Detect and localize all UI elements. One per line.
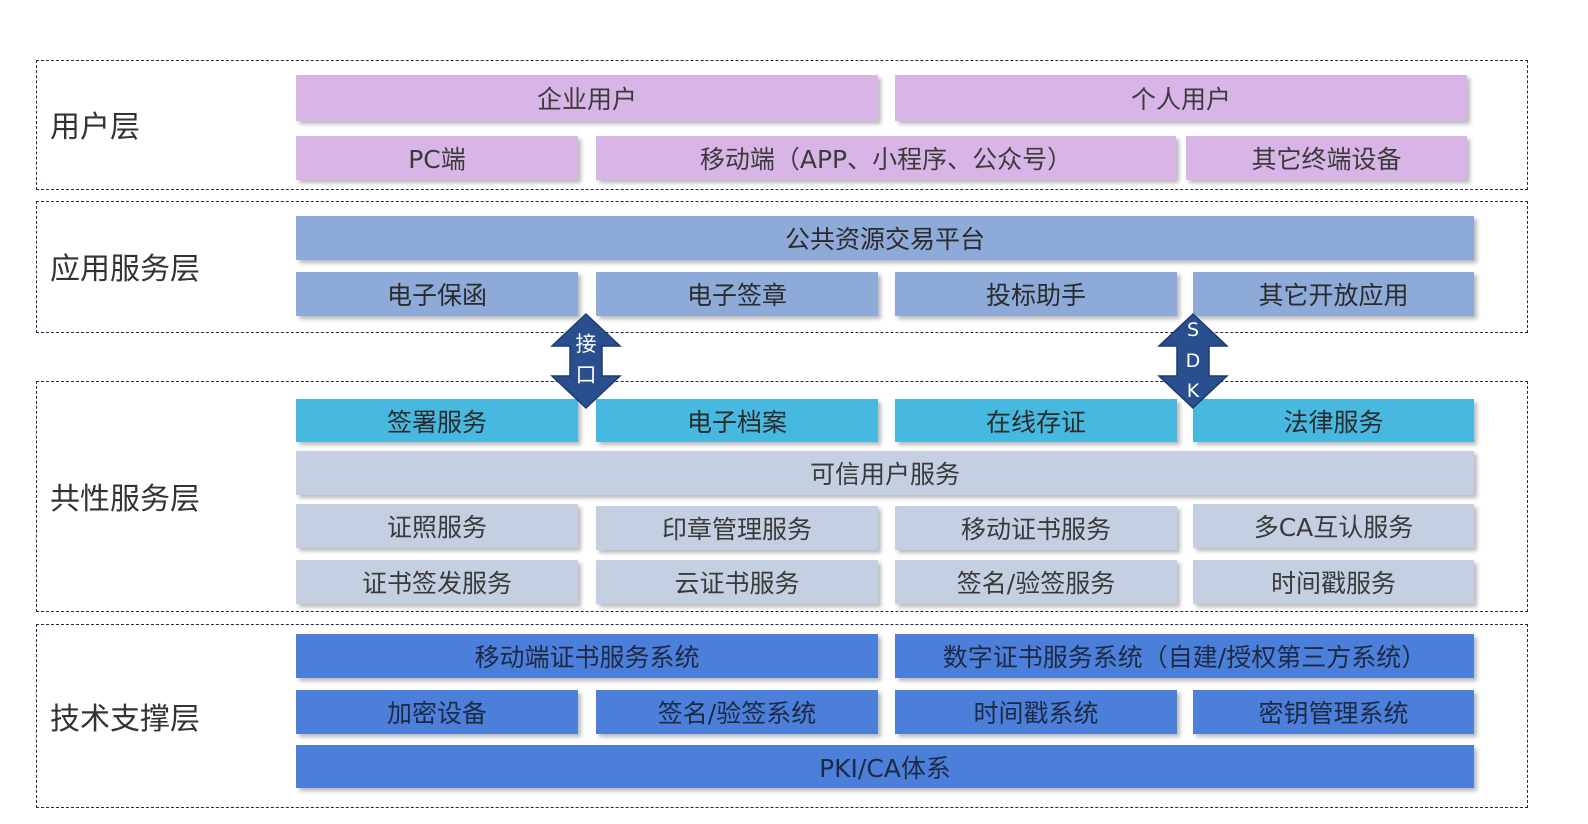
sign-verify-system-box: 签名/验签系统 bbox=[596, 690, 878, 734]
multi-ca-mutual-box: 多CA互认服务 bbox=[1193, 504, 1474, 548]
app-box-bid-assistant: 投标助手 bbox=[895, 272, 1177, 316]
app-box-e-seal: 电子签章 bbox=[596, 272, 878, 316]
user-layer-label: 用户层 bbox=[50, 110, 140, 145]
e-archive-box: 电子档案 bbox=[596, 399, 878, 442]
mobile-cert-system-box: 移动端证书服务系统 bbox=[296, 634, 878, 678]
timestamp-system-box: 时间戳系统 bbox=[895, 690, 1177, 734]
sdk-char-k: K bbox=[1186, 380, 1200, 402]
common-service-layer bbox=[36, 381, 1528, 612]
sdk-double-arrow-icon bbox=[1157, 312, 1229, 410]
app-box-other-open-apps: 其它开放应用 bbox=[1193, 272, 1474, 316]
sdk-char-s: S bbox=[1186, 319, 1200, 341]
interface-double-arrow-icon bbox=[550, 312, 622, 410]
sign-verify-service-box: 签名/验签服务 bbox=[895, 560, 1177, 604]
enterprise-user-box: 企业用户 bbox=[296, 75, 878, 121]
app-box-e-guarantee: 电子保函 bbox=[296, 272, 578, 316]
mobile-cert-service-box: 移动证书服务 bbox=[895, 506, 1177, 550]
tech-support-layer bbox=[36, 624, 1528, 808]
tech-layer-label: 技术支撑层 bbox=[50, 702, 200, 737]
online-evidence-box: 在线存证 bbox=[895, 399, 1177, 442]
interface-char-2: 口 bbox=[575, 363, 597, 387]
cloud-cert-box: 云证书服务 bbox=[596, 560, 878, 604]
personal-user-box: 个人用户 bbox=[895, 75, 1467, 121]
interface-arrow-label: 接 口 bbox=[574, 334, 598, 386]
timestamp-service-box: 时间戳服务 bbox=[1193, 560, 1474, 604]
sdk-arrow-label: S D K bbox=[1181, 321, 1205, 401]
key-management-system-box: 密钥管理系统 bbox=[1193, 690, 1474, 734]
pki-ca-system-box: PKI/CA体系 bbox=[296, 745, 1474, 788]
cert-issuance-box: 证书签发服务 bbox=[296, 560, 578, 604]
legal-service-box: 法律服务 bbox=[1193, 399, 1474, 442]
other-terminal-box: 其它终端设备 bbox=[1186, 136, 1467, 180]
pc-terminal-box: PC端 bbox=[296, 136, 578, 180]
trusted-user-service-box: 可信用户服务 bbox=[296, 451, 1474, 495]
sdk-char-d: D bbox=[1185, 349, 1201, 372]
common-layer-label: 共性服务层 bbox=[50, 482, 200, 517]
interface-char-1: 接 bbox=[575, 332, 597, 356]
seal-management-box: 印章管理服务 bbox=[596, 506, 878, 550]
encryption-device-box: 加密设备 bbox=[296, 690, 578, 734]
app-layer-label: 应用服务层 bbox=[50, 252, 200, 287]
app-service-layer bbox=[36, 201, 1528, 333]
user-layer bbox=[36, 60, 1528, 190]
digital-cert-system-box: 数字证书服务系统（自建/授权第三方系统） bbox=[895, 634, 1474, 678]
license-service-box: 证照服务 bbox=[296, 504, 578, 548]
signing-service-box: 签署服务 bbox=[296, 399, 578, 442]
mobile-terminal-box: 移动端（APP、小程序、公众号） bbox=[596, 136, 1176, 180]
public-trading-platform-box: 公共资源交易平台 bbox=[296, 216, 1474, 260]
